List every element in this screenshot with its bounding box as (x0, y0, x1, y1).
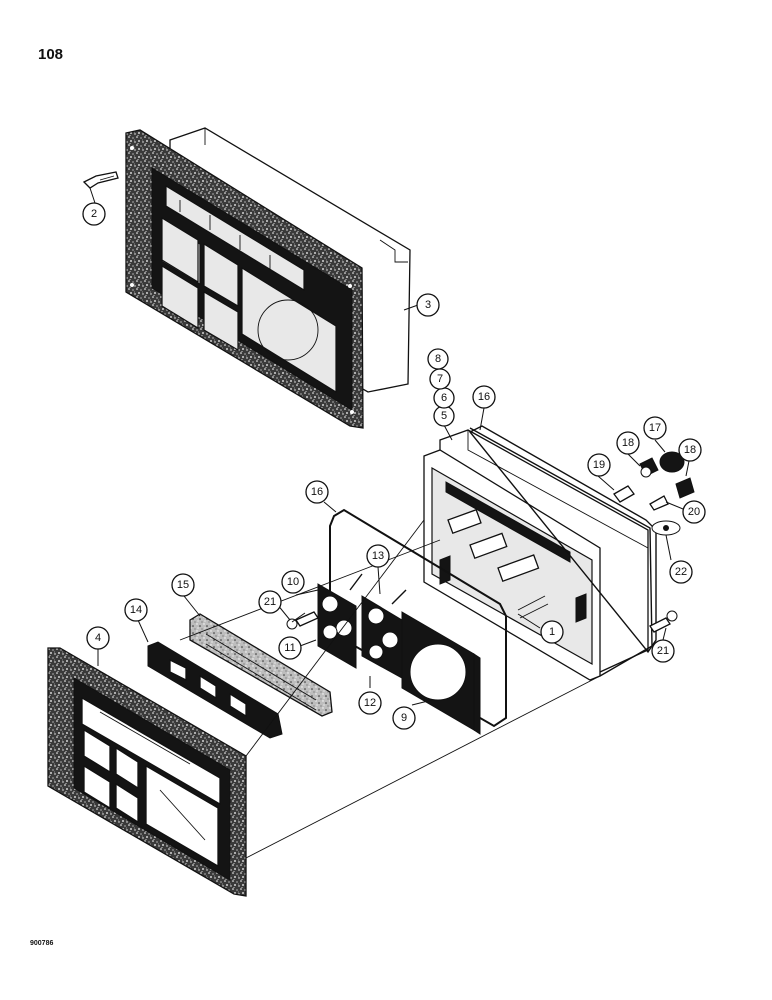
svg-text:16: 16 (478, 391, 490, 403)
bulb-19 (613, 485, 635, 503)
callout-8: 8 (427, 348, 449, 370)
callout-21-left: 21 (258, 590, 282, 614)
callout-1: 1 (540, 620, 564, 644)
page-number: 108 (38, 46, 64, 63)
callout-22: 22 (669, 560, 693, 584)
callout-10: 10 (281, 570, 305, 594)
svg-text:22: 22 (675, 566, 687, 578)
svg-text:11: 11 (284, 642, 295, 654)
gauge-module-10 (317, 573, 363, 669)
svg-text:14: 14 (130, 604, 142, 616)
callout-13: 13 (366, 544, 390, 568)
callout-leaders (89, 187, 690, 706)
gauge-module-9 (401, 611, 481, 735)
callout-2: 2 (82, 202, 106, 226)
callout-14: 14 (124, 598, 148, 622)
svg-text:21: 21 (264, 596, 276, 608)
callout-15: 15 (171, 573, 195, 597)
callout-9: 9 (392, 706, 416, 730)
lens-15 (189, 613, 333, 717)
svg-text:18: 18 (622, 437, 634, 449)
svg-text:8: 8 (435, 353, 441, 365)
knob-17 (659, 451, 685, 473)
callout-17: 17 (643, 416, 667, 440)
callouts: 1 2 3 4 5 6 7 8 9 10 11 12 13 14 15 16 1… (82, 202, 706, 730)
screw-2 (82, 171, 119, 189)
callout-11: 11 (278, 636, 302, 660)
clip-22 (651, 520, 681, 536)
gauge-module-13 (361, 589, 407, 679)
housing (423, 427, 653, 681)
callout-12: 12 (358, 691, 382, 715)
callout-18-left: 18 (616, 431, 640, 455)
callout-16-lower: 16 (305, 480, 329, 504)
drawing-code: 900786 (30, 940, 54, 947)
socket-18b (675, 477, 695, 499)
callout-5: 5 (433, 405, 455, 427)
svg-text:7: 7 (437, 373, 443, 385)
callout-21-right: 21 (651, 639, 675, 663)
socket-18a (639, 457, 659, 478)
svg-text:21: 21 (657, 645, 669, 657)
svg-text:15: 15 (177, 579, 189, 591)
svg-text:2: 2 (91, 208, 97, 220)
callout-18-right: 18 (678, 438, 702, 462)
svg-text:4: 4 (95, 632, 101, 644)
callout-20: 20 (682, 500, 706, 524)
callout-6: 6 (433, 387, 455, 409)
svg-text:20: 20 (688, 506, 700, 518)
screw-21-right (649, 610, 678, 633)
assembly-lines (179, 519, 601, 859)
front-bezel-4 (47, 647, 247, 897)
callout-3: 3 (416, 293, 440, 317)
screw-21-left (286, 611, 319, 630)
callout-7: 7 (429, 368, 451, 390)
svg-text:12: 12 (364, 697, 376, 709)
callout-16-upper: 16 (472, 385, 496, 409)
svg-text:13: 13 (372, 550, 384, 562)
svg-text:6: 6 (441, 392, 447, 404)
bulb-20 (649, 495, 669, 511)
svg-text:1: 1 (549, 626, 555, 638)
svg-text:18: 18 (684, 444, 696, 456)
svg-text:17: 17 (649, 422, 661, 434)
svg-text:9: 9 (401, 712, 407, 724)
svg-text:3: 3 (425, 299, 431, 311)
svg-text:5: 5 (441, 410, 447, 422)
callout-4: 4 (86, 626, 110, 650)
panel-14 (147, 641, 283, 739)
svg-text:19: 19 (593, 459, 605, 471)
callout-19: 19 (587, 453, 611, 477)
svg-text:10: 10 (287, 576, 299, 588)
assembled-cluster (125, 127, 411, 429)
svg-text:16: 16 (311, 486, 323, 498)
